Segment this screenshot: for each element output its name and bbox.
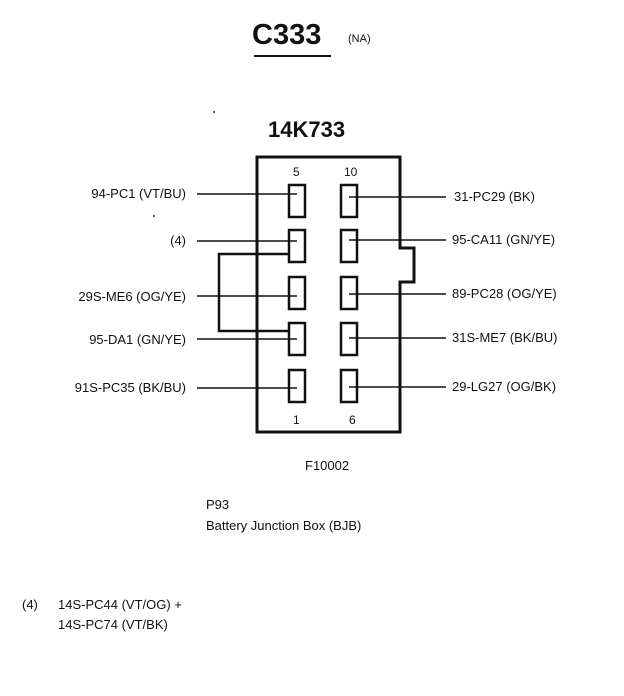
footnote-marker: (4) [22,597,38,612]
terminal-left-2 [287,228,307,264]
terminal-left-5 [287,368,307,404]
region-label: (NA) [348,33,371,45]
terminal-right-4 [339,321,359,357]
connector-housing [255,155,416,434]
terminal-left-1 [287,183,307,219]
footnote-line-2: 14S-PC74 (VT/BK) [58,617,168,632]
terminal-right-1 [339,183,359,219]
location-name: Battery Junction Box (BJB) [206,518,361,533]
location-code: P93 [206,497,229,512]
wire-label-left-1: 94-PC1 (VT/BU) [91,186,186,201]
wire-label-right-5: 29-LG27 (OG/BK) [452,379,556,394]
pin-number-6: 6 [349,413,356,427]
pin-number-1: 1 [293,413,300,427]
terminal-right-5 [339,368,359,404]
part-number: 14K733 [268,117,345,142]
footnote-line-1: 14S-PC44 (VT/OG) + [58,597,182,612]
wire-label-left-5: 91S-PC35 (BK/BU) [75,380,186,395]
figure-code: F10002 [305,458,349,473]
connector-id: C333 [252,19,321,51]
wire-label-right-3: 89-PC28 (OG/YE) [452,286,557,301]
terminal-right-3 [339,275,359,311]
pin-number-5: 5 [293,165,300,179]
scan-speck [153,215,155,217]
wire-label-right-1: 31-PC29 (BK) [454,189,535,204]
wire-label-left-4: 95-DA1 (GN/YE) [89,332,186,347]
jumper-wire [217,252,289,333]
terminal-left-3 [287,275,307,311]
scan-speck [213,111,215,113]
wire-label-left-2: (4) [170,233,186,248]
pin-number-10: 10 [344,165,358,179]
terminal-right-2 [339,228,359,264]
wire-label-left-3: 29S-ME6 (OG/YE) [78,289,186,304]
wire-label-right-4: 31S-ME7 (BK/BU) [452,330,557,345]
wire-label-right-2: 95-CA11 (GN/YE) [452,232,555,247]
